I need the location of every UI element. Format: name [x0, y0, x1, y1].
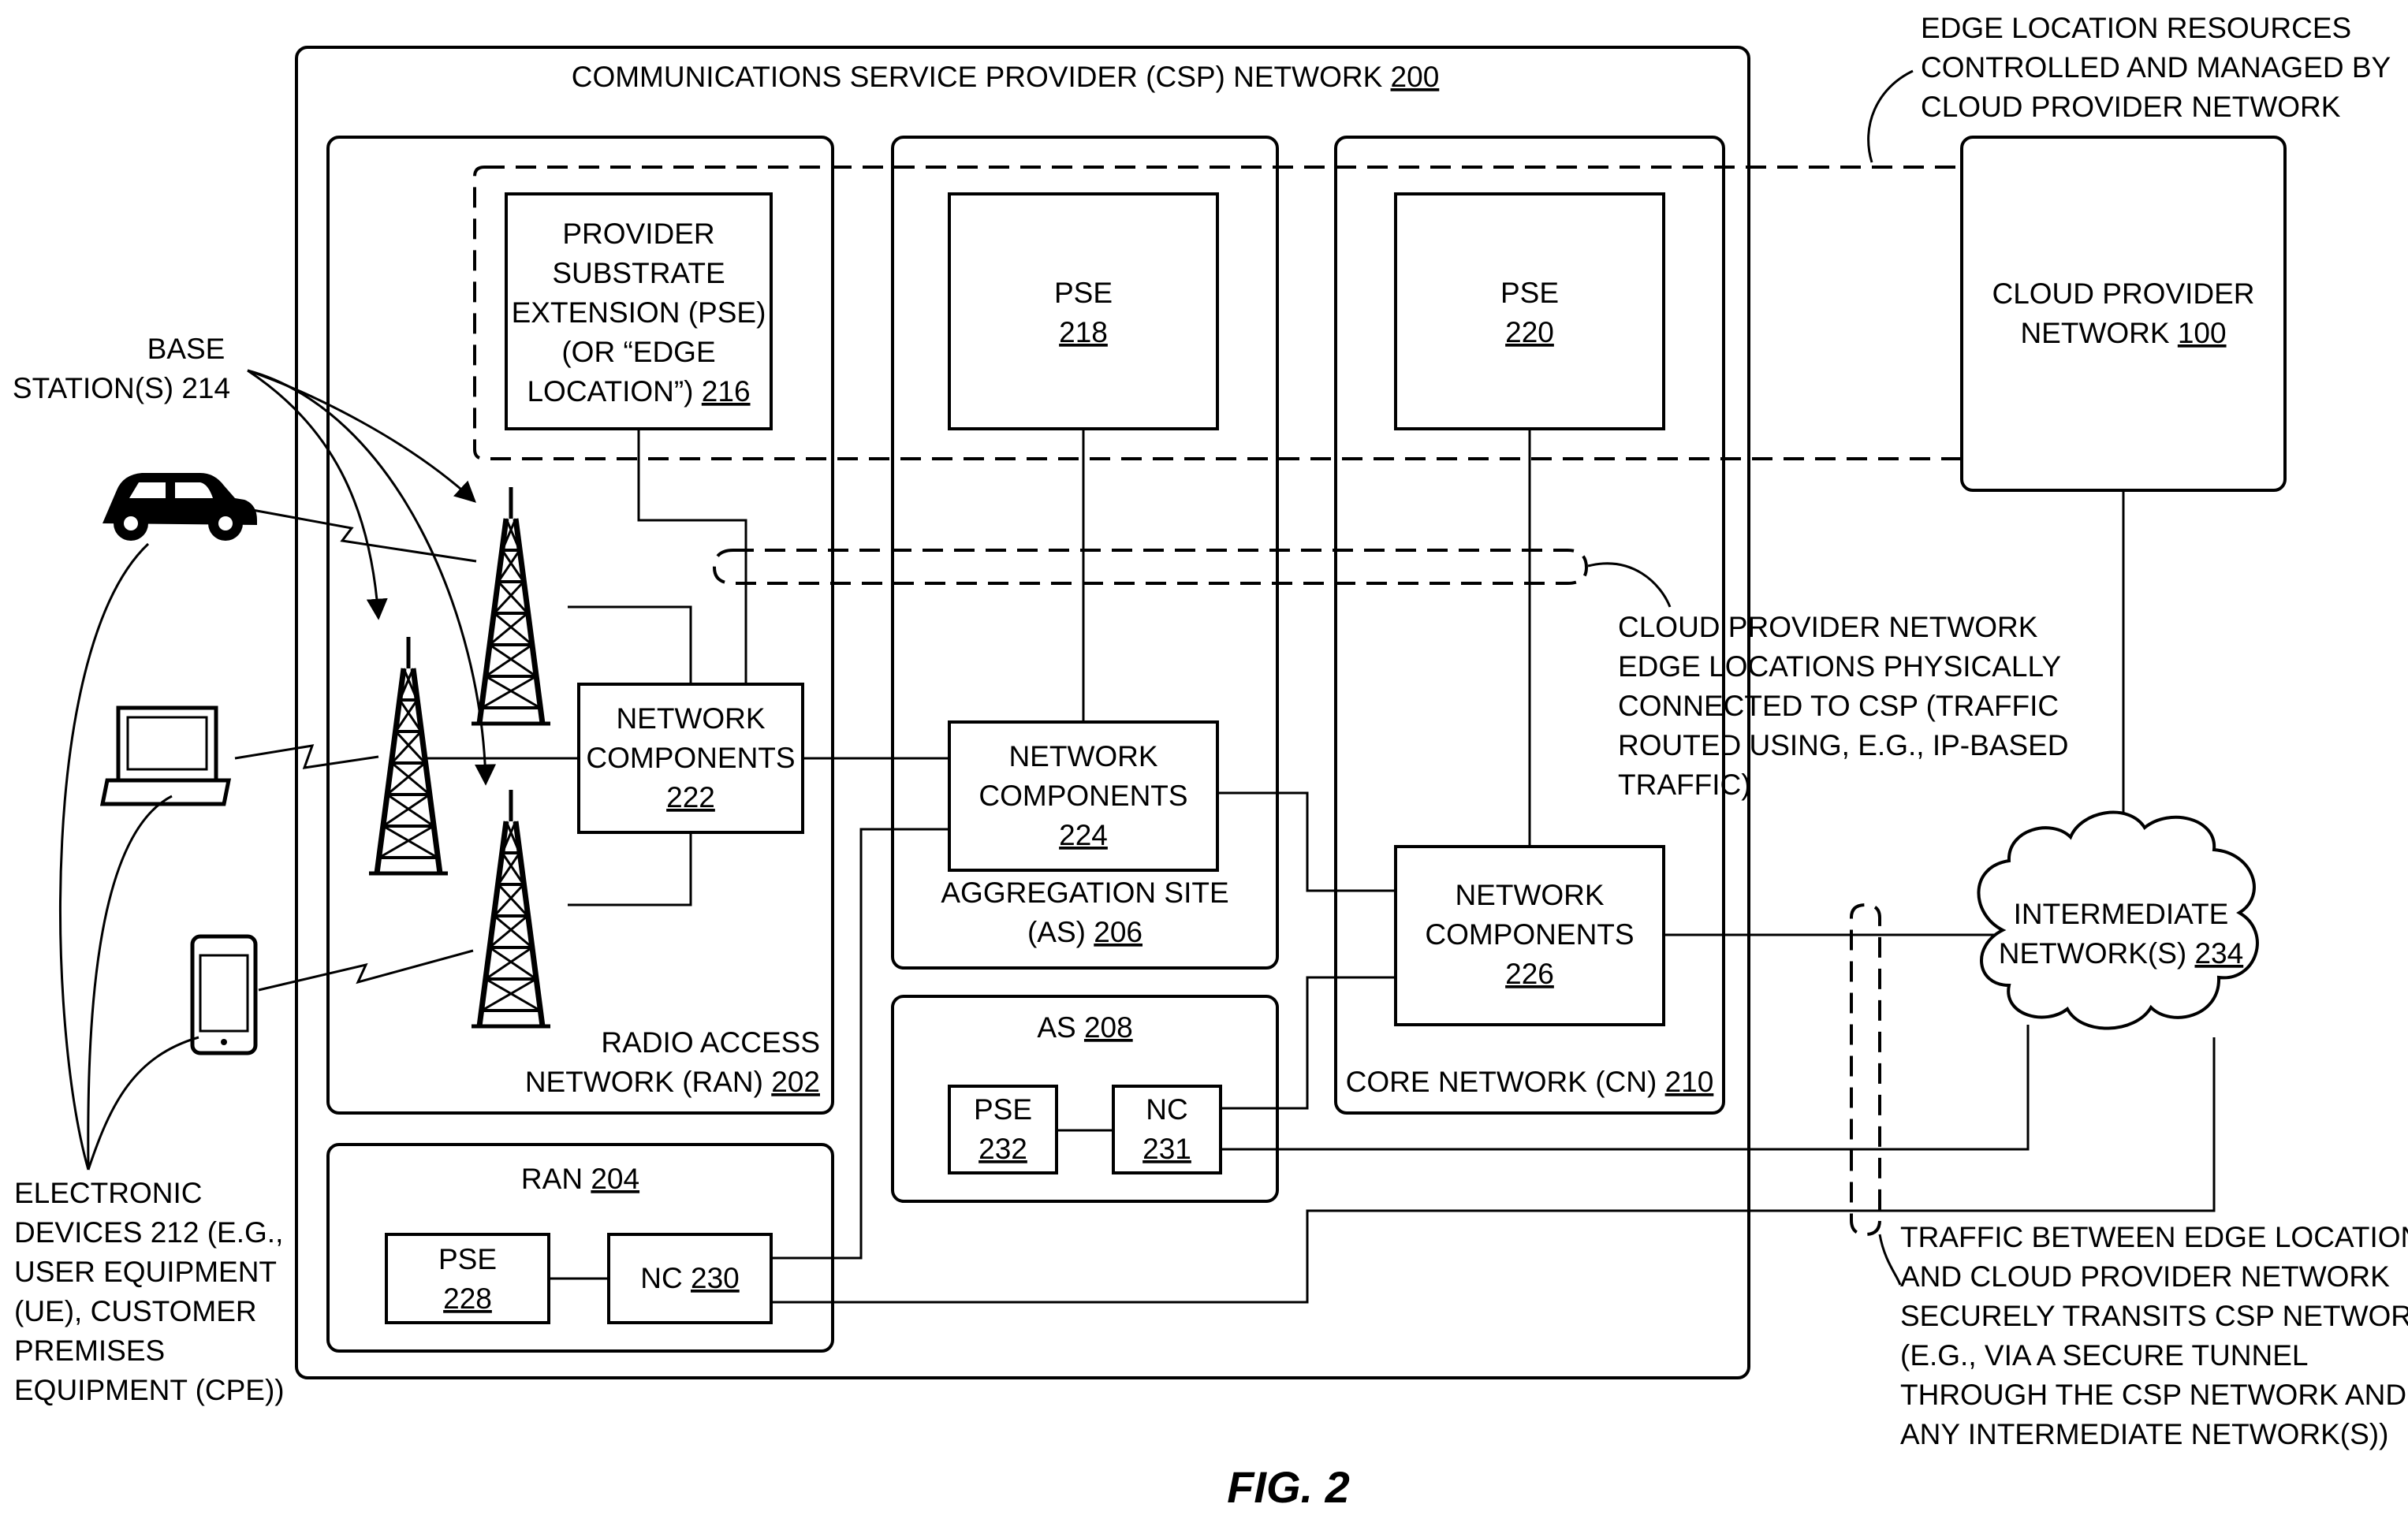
as-206-label-line2: (AS) 206 [1027, 916, 1142, 948]
nc-226-line2: COMPONENTS [1425, 918, 1634, 951]
pse-216-line5: LOCATION”) 216 [527, 375, 750, 408]
base-stations-label-line2: STATION(S) 214 [13, 372, 230, 404]
csp-network-title: COMMUNICATIONS SERVICE PROVIDER (CSP) NE… [572, 61, 1440, 93]
pse-216-line2: SUBSTRATE [552, 257, 725, 289]
nc-224-line2: COMPONENTS [978, 780, 1187, 812]
cell-tower-icon [472, 487, 550, 724]
electronic-devices-line1: ELECTRONIC [14, 1177, 202, 1209]
pse-216-line4: (OR “EDGE [561, 336, 715, 368]
nc-231-ref: 231 [1142, 1133, 1191, 1165]
electronic-devices-bracket [61, 544, 199, 1170]
electronic-devices-line4: (UE), CUSTOMER [14, 1295, 257, 1327]
pse-220-ref: 220 [1505, 316, 1554, 348]
traffic-note-line2: AND CLOUD PROVIDER NETWORK [1900, 1260, 2390, 1293]
pse-232-ref: 232 [978, 1133, 1027, 1165]
electronic-devices-line3: USER EQUIPMENT [14, 1256, 277, 1288]
edge-connected-note-line3: CONNECTED TO CSP (TRAFFIC [1618, 690, 2059, 722]
electronic-devices-line2: DEVICES 212 (E.G., [14, 1216, 283, 1249]
traffic-note-line6: ANY INTERMEDIATE NETWORK(S)) [1900, 1418, 2388, 1450]
intermediate-label-line1: INTERMEDIATE [2014, 898, 2229, 930]
pse-220-box [1396, 194, 1664, 429]
traffic-note-line3: SECURELY TRANSITS CSP NETWORK [1900, 1300, 2408, 1332]
base-station-arrows [248, 370, 486, 784]
base-stations-label-line1: BASE [147, 333, 226, 365]
nc-231-label: NC [1146, 1093, 1187, 1126]
as-208-label: AS 208 [1037, 1011, 1132, 1044]
edge-connected-leader [1588, 564, 1670, 607]
laptop-icon [103, 708, 229, 804]
pse-218-ref: 218 [1059, 316, 1108, 348]
cloud-provider-network-box [1962, 137, 2285, 490]
pse-218-label: PSE [1054, 277, 1113, 309]
electronic-devices-line6: EQUIPMENT (CPE)) [14, 1374, 285, 1406]
edge-resources-leader [1869, 71, 1913, 162]
pse-216-line1: PROVIDER [562, 218, 714, 250]
pse-220-label: PSE [1500, 277, 1559, 309]
nc-222-line1: NETWORK [616, 702, 765, 735]
electronic-devices-line5: PREMISES [14, 1334, 165, 1367]
intermediate-label-line2: NETWORK(S) 234 [1999, 937, 2243, 970]
figure-caption: FIG. 2 [1227, 1462, 1350, 1512]
traffic-note-line5: THROUGH THE CSP NETWORK AND [1900, 1379, 2406, 1411]
pse-218-box [949, 194, 1217, 429]
wireless-links [222, 504, 476, 990]
nc-226-line1: NETWORK [1455, 879, 1604, 911]
nc-224-ref: 224 [1059, 819, 1108, 851]
nc-222-ref: 222 [666, 781, 715, 813]
edge-resources-note-line2: CONTROLLED AND MANAGED BY [1921, 51, 2391, 84]
edge-connection-dashed-capsule [714, 550, 1586, 583]
pse-232-label: PSE [974, 1093, 1032, 1126]
nc-224-line1: NETWORK [1008, 740, 1157, 772]
cell-tower-icon [472, 790, 550, 1026]
traffic-note-line1: TRAFFIC BETWEEN EDGE LOCATIONS [1900, 1221, 2408, 1253]
ran-204-label: RAN 204 [521, 1163, 639, 1195]
cell-tower-icon [369, 637, 448, 873]
pse-228-ref: 228 [443, 1282, 492, 1315]
smartphone-icon [192, 936, 255, 1053]
traffic-note-leader [1880, 1234, 1900, 1285]
edge-connected-note-line4: ROUTED USING, E.G., IP-BASED [1618, 729, 2069, 761]
edge-resources-note-line1: EDGE LOCATION RESOURCES [1921, 12, 2351, 44]
nc-226-ref: 226 [1505, 958, 1554, 990]
pse-228-label: PSE [438, 1243, 497, 1275]
cloud-provider-label-line1: CLOUD PROVIDER [1992, 277, 2254, 310]
as-206-label-line1: AGGREGATION SITE [941, 877, 1228, 909]
nc-230-label: NC 230 [640, 1262, 739, 1294]
edge-connected-note-line5: TRAFFIC) [1618, 769, 1751, 801]
edge-connected-note-line1: CLOUD PROVIDER NETWORK [1618, 611, 2038, 643]
connection-lines [423, 429, 2214, 1302]
ran-202-label-line2: NETWORK (RAN) 202 [525, 1066, 820, 1098]
pse-216-line3: EXTENSION (PSE) [512, 296, 766, 329]
secure-tunnel-dashed-capsule [1851, 905, 1880, 1234]
edge-resources-note-line3: CLOUD PROVIDER NETWORK [1921, 91, 2341, 123]
nc-222-line2: COMPONENTS [586, 742, 795, 774]
traffic-note-line4: (E.G., VIA A SECURE TUNNEL [1900, 1339, 2308, 1372]
cn-210-label: CORE NETWORK (CN) 210 [1346, 1066, 1714, 1098]
cloud-provider-label-line2: NETWORK 100 [2020, 317, 2226, 349]
edge-connected-note-line2: EDGE LOCATIONS PHYSICALLY [1618, 650, 2061, 683]
ran-202-label-line1: RADIO ACCESS [601, 1026, 820, 1059]
